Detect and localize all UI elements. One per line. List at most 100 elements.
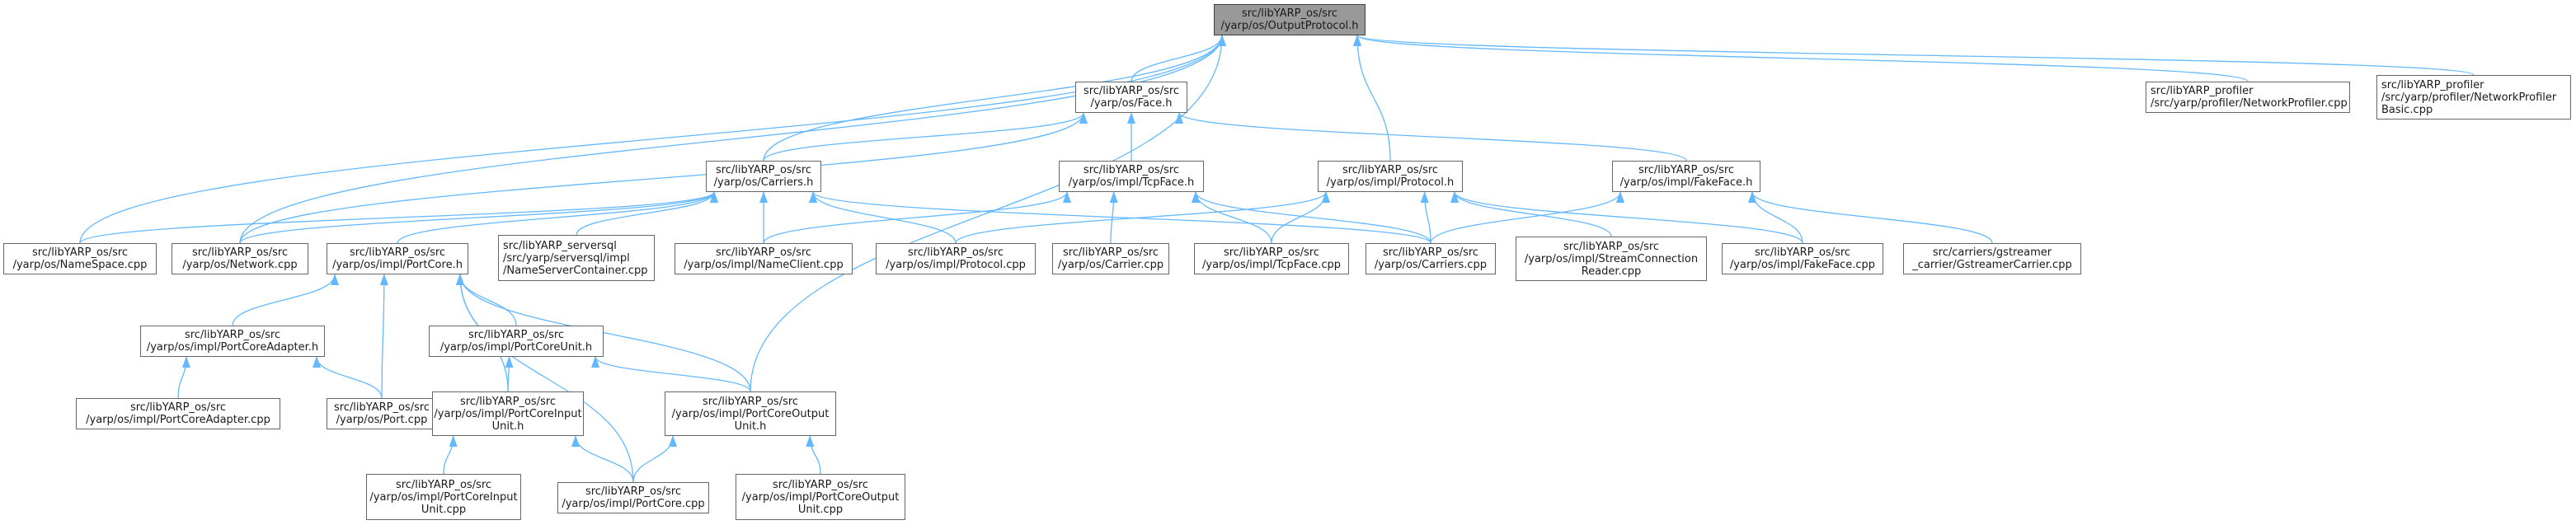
edge-portcoreoutputunit_h-to-portcoreunit_h xyxy=(591,356,751,392)
node-line: src/libYARP_profiler xyxy=(2381,78,2484,91)
edge-protocol_cpp-to-protocol_h xyxy=(955,191,1330,244)
edge-namespace_cpp-to-outputprotocol_h xyxy=(79,35,1226,244)
node-portcore-cpp[interactable]: src/libYARP_os/src /yarp/os/impl/PortCor… xyxy=(557,482,709,513)
edge-networkprofiler_cpp-to-outputprotocol_h xyxy=(1353,35,2249,82)
node-line: /src/yarp/serversql/impl xyxy=(503,251,630,265)
edge-portcoreinputunit_h-to-portcoreunit_h xyxy=(505,356,514,392)
edge-tcpface_cpp-to-tcpface_h xyxy=(1192,191,1272,244)
node-portcoreadapter-h[interactable]: src/libYARP_os/src /yarp/os/impl/PortCor… xyxy=(140,326,325,357)
edge-nameclient_cpp-to-tcpface_h xyxy=(763,191,1071,244)
edge-portcore_cpp-to-portcore_h xyxy=(456,274,634,483)
node-line: src/libYARP_os/src xyxy=(1241,7,1338,20)
node-line: src/libYARP_os/src xyxy=(395,478,492,491)
edge-portcoreoutputunit_h-to-portcore_h xyxy=(456,274,751,392)
node-line: src/libYARP_os/src xyxy=(772,478,869,491)
node-line: /yarp/os/Port.cpp xyxy=(336,414,428,426)
node-portcore-h[interactable]: src/libYARP_os/src /yarp/os/impl/PortCor… xyxy=(327,243,468,274)
node-line: src/libYARP_os/src xyxy=(459,395,557,408)
node-line: src/libYARP_os/src xyxy=(129,401,227,414)
node-tcpface-h[interactable]: src/libYARP_os/src /yarp/os/impl/TcpFace… xyxy=(1059,161,1204,192)
edge-namespace_cpp-to-carriers_h xyxy=(79,191,718,244)
node-line: /yarp/os/impl/PortCoreOutput xyxy=(671,407,830,420)
node-protocol-cpp[interactable]: src/libYARP_os/src /yarp/os/impl/Protoco… xyxy=(876,243,1036,274)
node-line: /yarp/os/impl/Protocol.cpp xyxy=(886,259,1026,271)
edge-fakeface_cpp-to-protocol_h xyxy=(1450,191,1803,244)
node-line: src/libYARP_os/src xyxy=(31,246,129,259)
node-line: /yarp/os/OutputProtocol.h xyxy=(1220,20,1359,32)
node-line: /src/yarp/profiler/NetworkProfiler.cpp xyxy=(2151,97,2348,110)
node-portcoreinputunit-h[interactable]: src/libYARP_os/src /yarp/os/impl/PortCor… xyxy=(432,391,584,436)
node-portcoreadapter-cpp[interactable]: src/libYARP_os/src /yarp/os/impl/PortCor… xyxy=(76,398,280,429)
node-line: /yarp/os/impl/PortCoreInput xyxy=(434,407,582,420)
node-protocol-h[interactable]: src/libYARP_os/src /yarp/os/impl/Protoco… xyxy=(1318,161,1463,192)
node-fakeface-cpp[interactable]: src/libYARP_os/src /yarp/os/impl/FakeFac… xyxy=(1722,243,1883,274)
node-gstreamercarrier-cpp[interactable]: src/carriers/gstreamer _carrier/Gstreame… xyxy=(1903,243,2081,274)
node-line: /yarp/os/impl/PortCoreUnit.h xyxy=(440,341,593,354)
node-networkprofilerbasic-cpp[interactable]: src/libYARP_profiler /src/yarp/profiler/… xyxy=(2376,75,2571,120)
node-portcoreinputunit-cpp[interactable]: src/libYARP_os/src /yarp/os/impl/PortCor… xyxy=(366,474,521,520)
node-line: Reader.cpp xyxy=(1581,265,1642,278)
node-line: Unit.cpp xyxy=(421,503,467,516)
edge-nameservercontainer_cpp-to-carriers_h xyxy=(576,191,718,236)
node-line: src/carriers/gstreamer xyxy=(1932,246,2052,259)
edge-carriers_h-to-face_h xyxy=(763,112,1088,162)
node-face-h[interactable]: src/libYARP_os/src /yarp/os/Face.h xyxy=(1075,82,1187,113)
node-portcoreunit-h[interactable]: src/libYARP_os/src /yarp/os/impl/PortCor… xyxy=(429,326,604,357)
node-namespace-cpp[interactable]: src/libYARP_os/src /yarp/os/NameSpace.cp… xyxy=(3,243,157,274)
node-portcoreoutputunit-h[interactable]: src/libYARP_os/src /yarp/os/impl/PortCor… xyxy=(665,391,836,436)
edge-portcoreunit_h-to-portcore_h xyxy=(456,274,517,326)
node-carriers-h[interactable]: src/libYARP_os/src /yarp/os/Carriers.h xyxy=(706,161,821,192)
edge-face_h-to-outputprotocol_h xyxy=(1131,35,1226,82)
node-line: Unit.cpp xyxy=(797,503,844,516)
edge-network_cpp-to-carriers_h xyxy=(239,191,718,244)
edge-carriers_cpp-to-protocol_h xyxy=(1420,191,1431,244)
edge-protocol_cpp-to-carriers_h xyxy=(809,191,957,244)
node-portcoreoutputunit-cpp[interactable]: src/libYARP_os/src /yarp/os/impl/PortCor… xyxy=(736,474,905,520)
node-carrier-cpp[interactable]: src/libYARP_os/src /yarp/os/Carrier.cpp xyxy=(1052,243,1169,274)
node-line: /yarp/os/Carriers.cpp xyxy=(1374,259,1488,271)
node-line: src/libYARP_os/src xyxy=(1083,164,1180,176)
node-line: src/libYARP_os/src xyxy=(715,246,812,259)
node-line: src/libYARP_os/src xyxy=(468,329,565,341)
node-line: Unit.h xyxy=(491,420,524,433)
node-line: src/libYARP_serversql xyxy=(503,239,617,252)
node-line: src/libYARP_os/src xyxy=(1062,246,1159,259)
edge-protocol_h-to-outputprotocol_h xyxy=(1353,35,1391,162)
node-line: /yarp/os/Carriers.h xyxy=(713,176,814,189)
node-network-cpp[interactable]: src/libYARP_os/src /yarp/os/Network.cpp xyxy=(172,243,308,274)
node-line: src/libYARP_os/src xyxy=(1754,246,1851,259)
node-fakeface-h[interactable]: src/libYARP_os/src /yarp/os/impl/FakeFac… xyxy=(1612,161,1760,192)
node-line: src/libYARP_os/src xyxy=(1638,164,1735,176)
node-line: /yarp/os/impl/PortCore.cpp xyxy=(562,498,705,510)
node-networkprofiler-cpp[interactable]: src/libYARP_profiler /src/yarp/profiler/… xyxy=(2146,82,2350,113)
node-carriers-cpp[interactable]: src/libYARP_os/src /yarp/os/Carriers.cpp xyxy=(1366,243,1496,274)
node-line: /yarp/os/impl/PortCoreOutput xyxy=(741,490,900,504)
edge-networkprofilerbasic_cpp-to-outputprotocol_h xyxy=(1353,35,2475,76)
node-line: /yarp/os/impl/FakeFace.cpp xyxy=(1729,259,1876,271)
edge-network_cpp-to-face_h xyxy=(239,112,1088,244)
node-line: /yarp/os/Network.cpp xyxy=(182,259,298,271)
node-line: /yarp/os/impl/PortCoreAdapter.cpp xyxy=(86,414,270,426)
node-line: /yarp/os/NameSpace.cpp xyxy=(12,259,148,271)
edge-carriers_cpp-to-tcpface_h xyxy=(1192,191,1431,244)
node-tcpface-cpp[interactable]: src/libYARP_os/src /yarp/os/impl/TcpFace… xyxy=(1194,243,1349,274)
node-line: /yarp/os/impl/Protocol.h xyxy=(1326,176,1455,189)
node-line: src/libYARP_os/src xyxy=(1083,85,1180,97)
node-nameclient-cpp[interactable]: src/libYARP_os/src /yarp/os/impl/NameCli… xyxy=(675,243,853,274)
node-line: /yarp/os/Face.h xyxy=(1090,97,1173,110)
node-line: src/libYARP_os/src xyxy=(585,485,682,498)
node-streamconnectionreader-cpp[interactable]: src/libYARP_os/src /yarp/os/impl/StreamC… xyxy=(1516,237,1707,281)
edge-carriers_cpp-to-fakeface_h xyxy=(1430,191,1624,244)
edge-portcore_cpp-to-portcoreoutputunit_h xyxy=(632,435,677,483)
node-outputprotocol-h[interactable]: src/libYARP_os/src /yarp/os/OutputProtoc… xyxy=(1214,4,1366,35)
edge-carrier_cpp-to-tcpface_h xyxy=(1109,191,1118,244)
node-line: src/libYARP_os/src xyxy=(191,246,289,259)
node-line: /NameServerContainer.cpp xyxy=(503,264,648,277)
node-line: /src/yarp/profiler/NetworkProfiler xyxy=(2381,91,2557,104)
node-port-cpp[interactable]: src/libYARP_os/src /yarp/os/Port.cpp xyxy=(327,398,437,429)
edge-gstreamercarrier_cpp-to-fakeface_h xyxy=(1748,191,1993,244)
node-line: src/libYARP_os/src xyxy=(349,246,446,259)
node-nameservercontainer-cpp[interactable]: src/libYARP_serversql /src/yarp/serversq… xyxy=(498,235,655,281)
node-line: src/libYARP_os/src xyxy=(1223,246,1320,259)
node-line: /yarp/os/impl/PortCoreAdapter.h xyxy=(146,341,319,354)
